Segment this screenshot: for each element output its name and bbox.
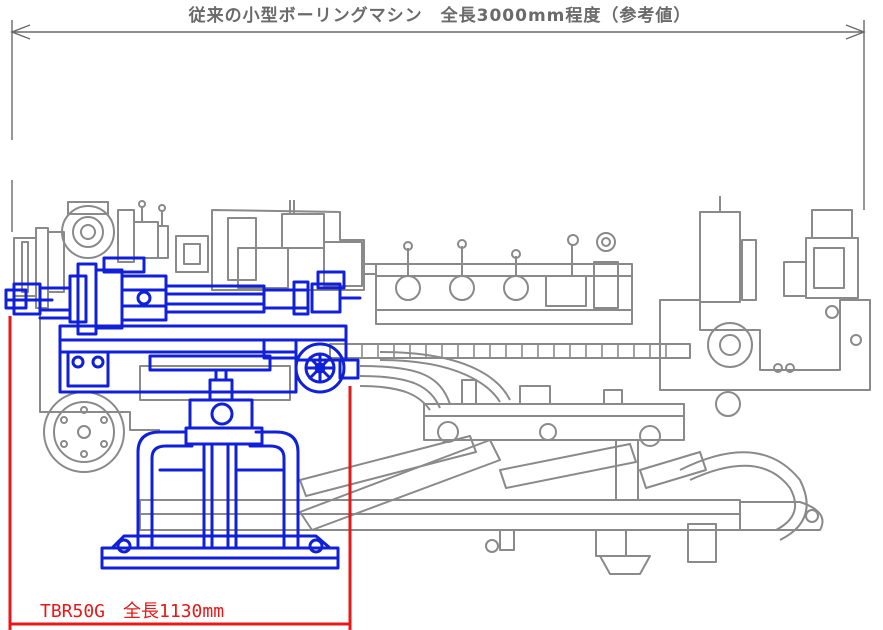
tbr50g-length-label: TBR50G 全長1130mm: [40, 601, 224, 622]
conventional-boring-machine: [13, 196, 871, 575]
conventional-length-label: 従来の小型ボーリングマシン 全長3000mm程度（参考値）: [188, 5, 692, 26]
tbr50g-boring-machine: [4, 256, 362, 570]
tbr50g-dimension-line: [8, 316, 352, 630]
conventional-dimension-line: [10, 20, 866, 232]
